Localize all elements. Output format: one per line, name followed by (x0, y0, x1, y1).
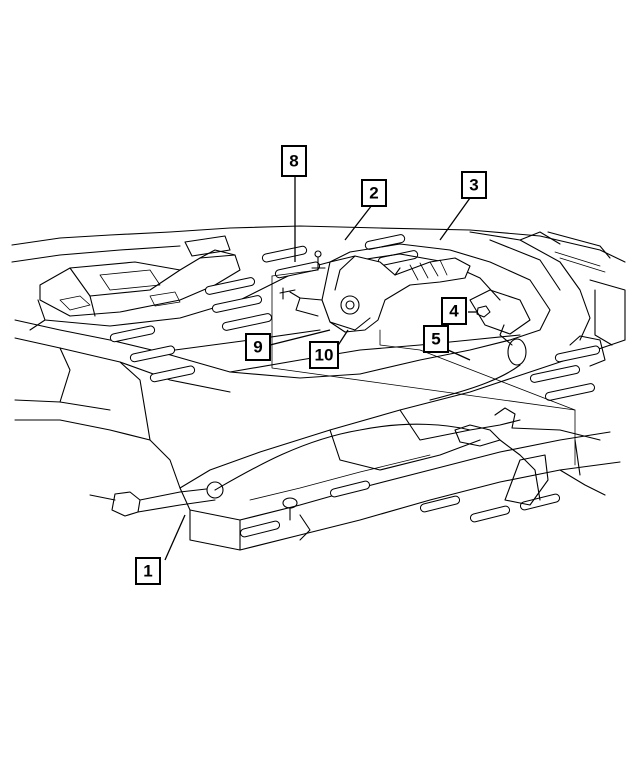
callout-2: 2 (361, 179, 387, 207)
callout-10: 10 (309, 341, 339, 369)
svg-text:5: 5 (431, 330, 440, 349)
underbody (89, 324, 621, 551)
parking-brake-lever (279, 250, 491, 333)
leader-3 (439, 197, 471, 241)
callout-3: 3 (461, 171, 487, 199)
callout-9: 9 (245, 333, 271, 361)
svg-text:4: 4 (449, 302, 459, 321)
callouts: 1 2 3 4 5 8 9 10 (135, 145, 487, 585)
svg-text:8: 8 (289, 152, 298, 171)
callout-1: 1 (135, 557, 161, 585)
leader-1 (164, 514, 186, 561)
leader-2 (344, 204, 373, 241)
callout-4: 4 (441, 297, 467, 325)
floor-pan (11, 225, 626, 489)
floor-slots (109, 234, 601, 401)
svg-text:2: 2 (369, 184, 378, 203)
leader-9 (269, 329, 331, 346)
leader-5 (447, 349, 471, 361)
svg-text:10: 10 (315, 346, 334, 365)
svg-text:9: 9 (253, 338, 262, 357)
callout-5: 5 (423, 325, 449, 353)
svg-text:3: 3 (469, 176, 478, 195)
callout-8: 8 (281, 145, 307, 177)
svg-text:1: 1 (143, 562, 152, 581)
extension-lines (271, 269, 576, 466)
